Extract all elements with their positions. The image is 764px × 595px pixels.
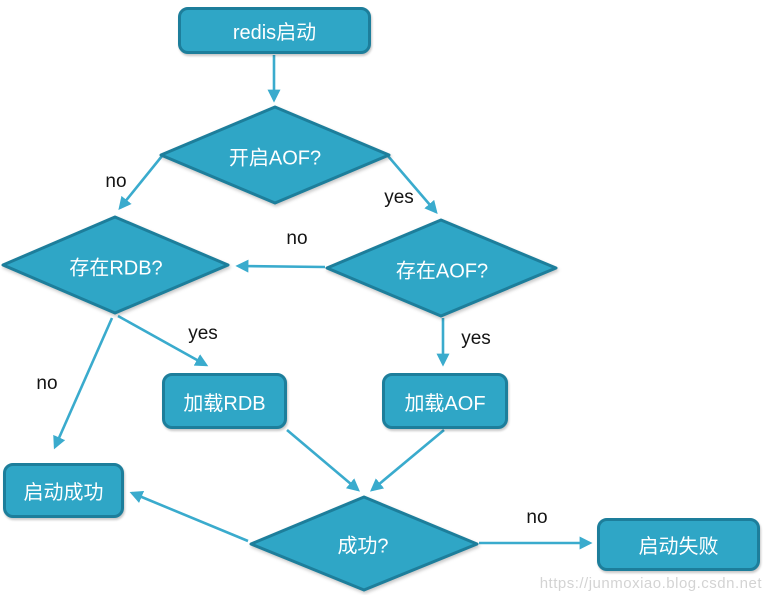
- decision-aof-enabled-label: 开启AOF?: [228, 147, 322, 170]
- edge-success-check-to-start-success: [129, 490, 249, 543]
- decision-aof-exists-label: 存在AOF?: [395, 260, 489, 283]
- edge-label-aof-exists-no: no: [286, 228, 308, 249]
- edge-label-rdb-exists-no: no: [36, 373, 58, 394]
- edge-aof-exists-no-to-rdb-exists: [235, 259, 326, 273]
- edge-load-aof-to-success-check: [370, 429, 445, 492]
- node-start-success: 启动成功: [3, 463, 124, 518]
- edge-rdb-exists-no-to-start-success: [53, 317, 114, 450]
- edge-rdb-exists-yes-to-load-rdb: [117, 314, 209, 367]
- edge-load-rdb-to-success-check: [286, 429, 360, 492]
- decision-success-check-label: 成功?: [337, 535, 389, 558]
- edge-aof-enabled-no-to-rdb-exists: [118, 155, 164, 211]
- decision-rdb-exists-label: 存在RDB?: [69, 257, 163, 280]
- decision-success-check-shape: [249, 495, 479, 592]
- edge-label-aof-exists-yes: yes: [461, 328, 491, 349]
- edge-label-aof-enabled-no: no: [105, 171, 127, 192]
- node-load-rdb: 加载RDB: [162, 373, 287, 429]
- node-redis-start: redis启动: [178, 7, 371, 54]
- decision-rdb-exists-shape: [1, 215, 230, 315]
- node-load-aof: 加载AOF: [382, 373, 508, 429]
- edge-aof-enabled-yes-to-aof-exists: [387, 155, 438, 214]
- edge-label-rdb-exists-yes: yes: [188, 323, 218, 344]
- edge-label-aof-enabled-yes: yes: [384, 187, 414, 208]
- decision-aof-enabled-shape: [159, 105, 391, 205]
- node-start-fail: 启动失败: [597, 518, 760, 571]
- edge-label-success-check-no: no: [526, 507, 548, 528]
- decision-aof-exists-shape: [325, 218, 558, 318]
- watermark-url: https://junmoxiao.blog.csdn.net: [539, 575, 762, 592]
